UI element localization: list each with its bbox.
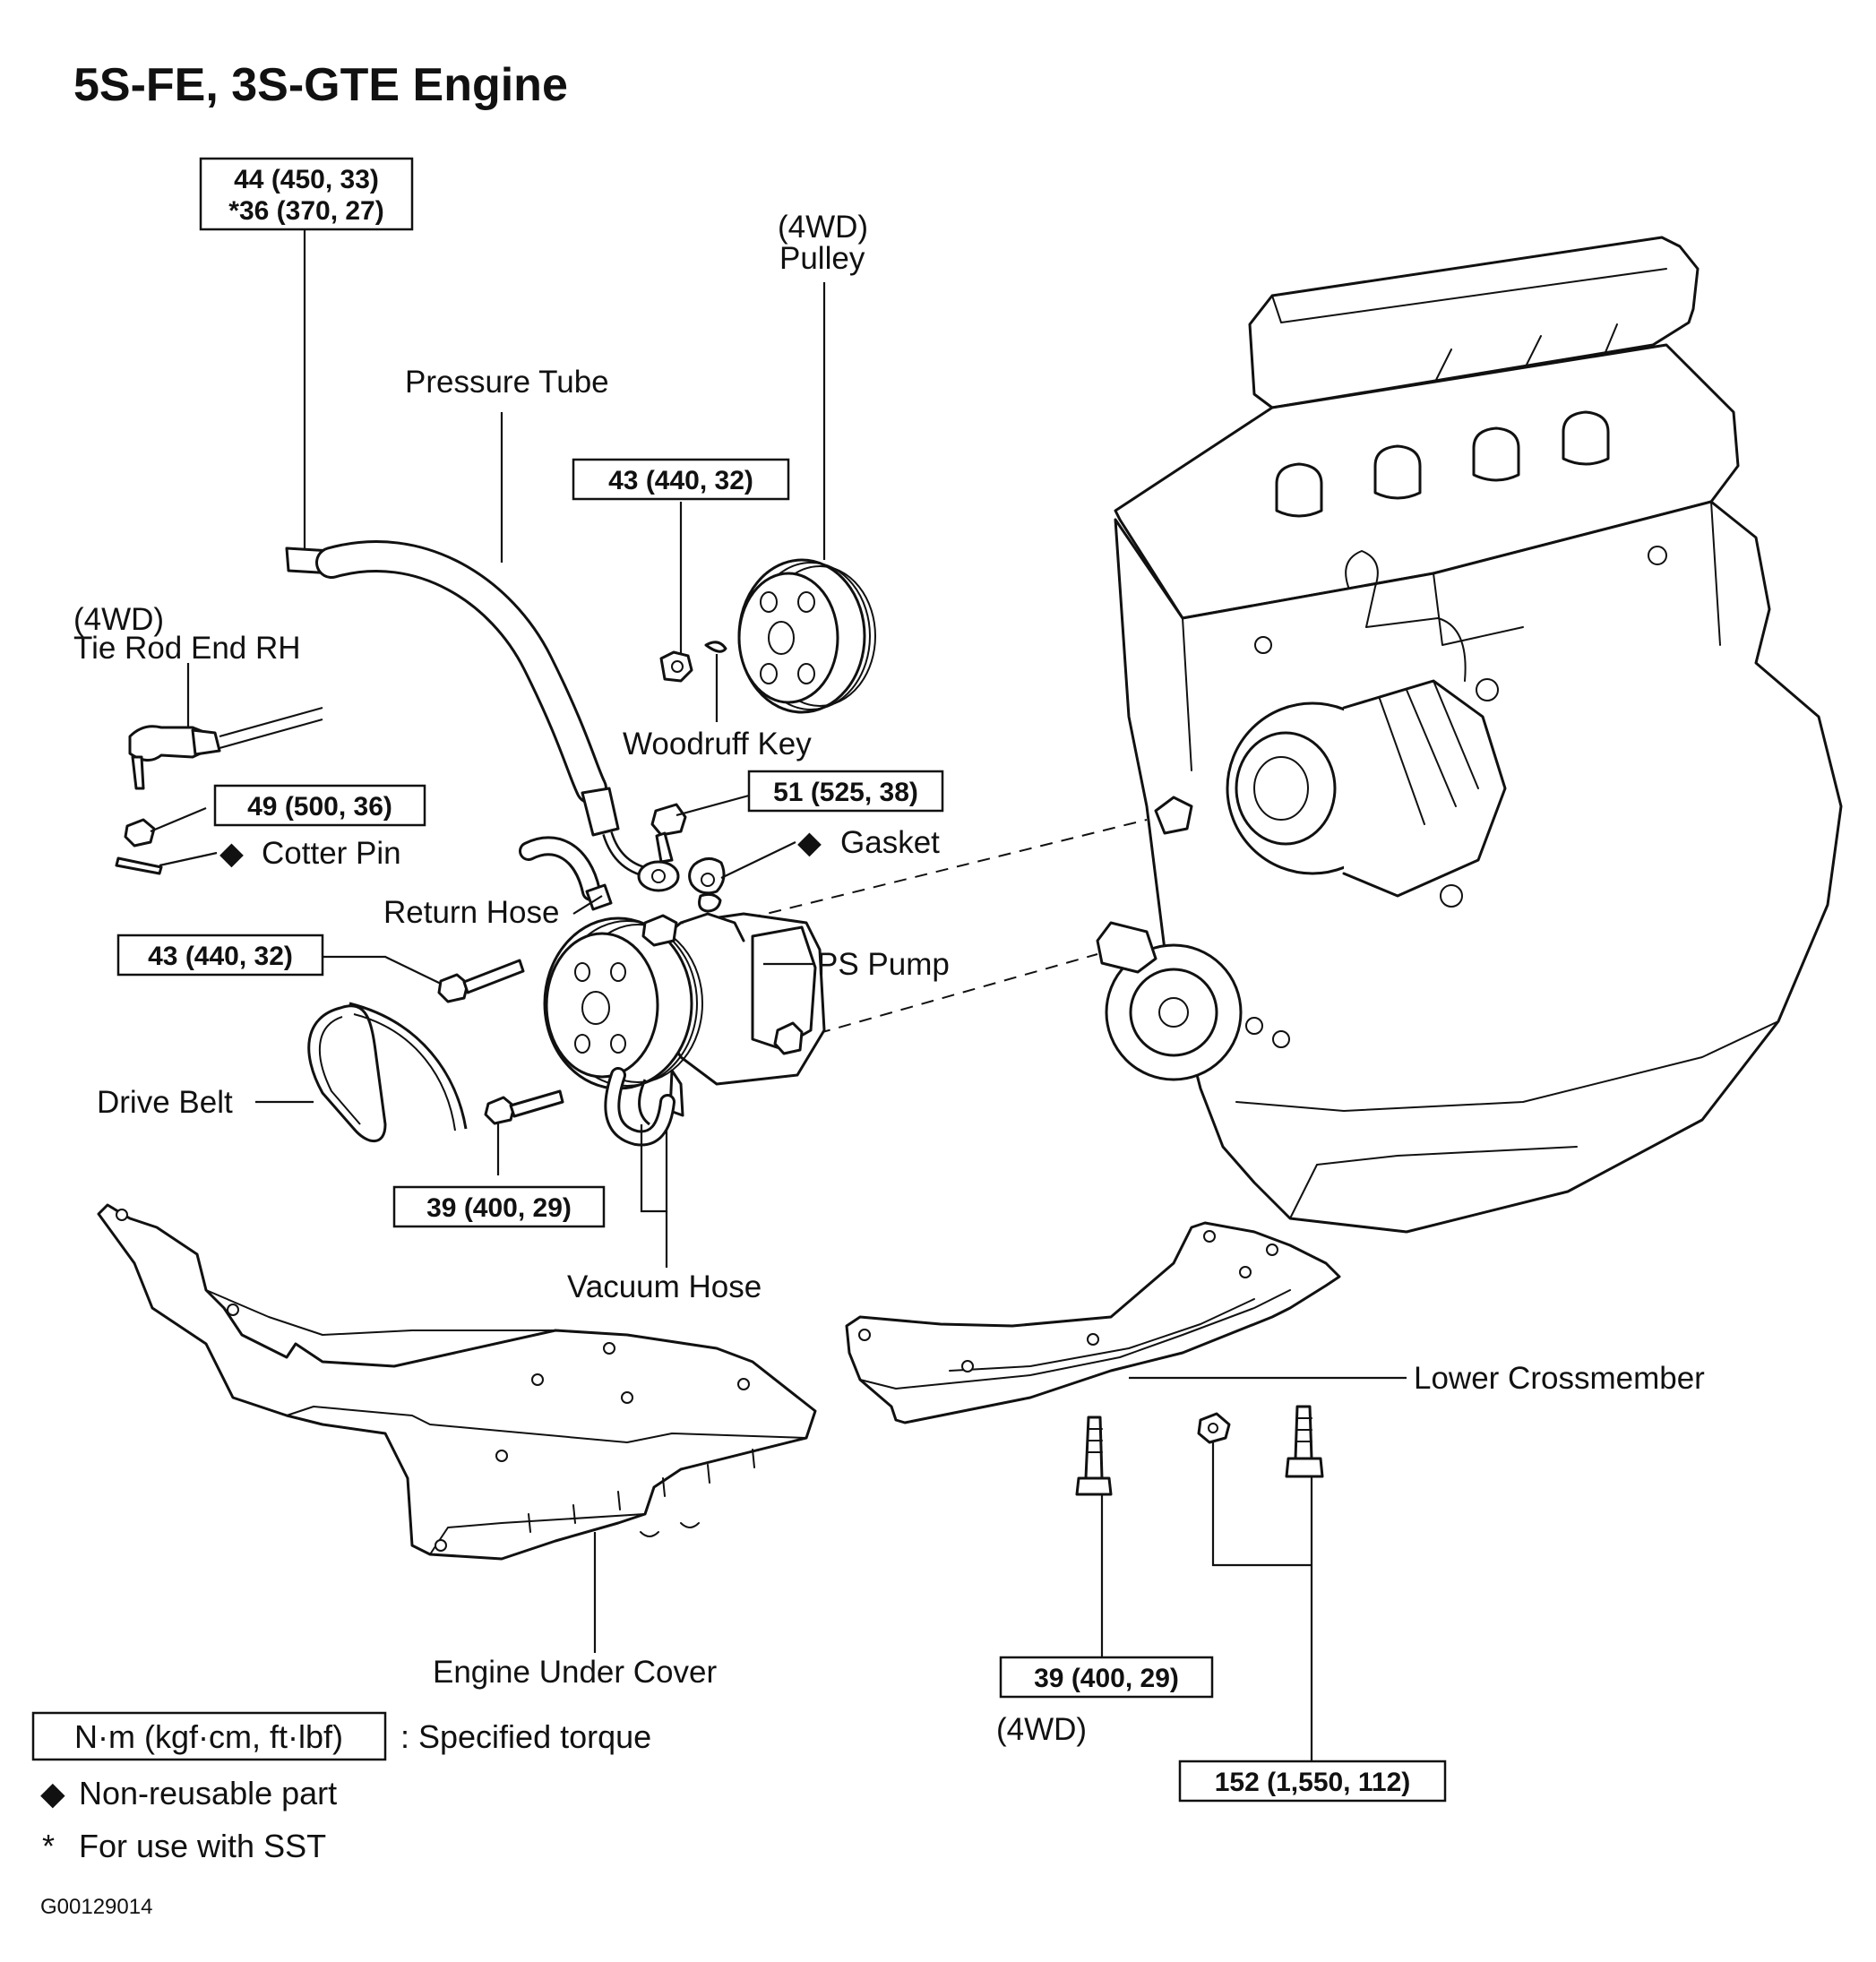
torque-crossmember-main: 152 (1,550, 112) bbox=[1215, 1768, 1411, 1797]
pulley-illustration bbox=[737, 558, 876, 714]
engine-under-cover-illustration bbox=[97, 1203, 817, 1561]
return-hose-illustration bbox=[519, 836, 613, 911]
ps-pump-illustration bbox=[543, 912, 826, 1117]
tie-rod-end-illustration bbox=[115, 706, 323, 875]
label-drive-belt: Drive Belt bbox=[97, 1085, 233, 1120]
torque-pressure-tube-line2: *36 (370, 27) bbox=[228, 196, 383, 226]
torque-pump-bolt-upper: 43 (440, 32) bbox=[148, 942, 293, 971]
label-gasket: Gasket bbox=[840, 825, 940, 860]
torque-box-pump-bolt-upper bbox=[116, 934, 324, 977]
alignment-line-lower bbox=[796, 953, 1098, 1040]
torque-box-pressure-tube bbox=[199, 157, 414, 231]
label-cotter-pin: Cotter Pin bbox=[262, 836, 401, 871]
pump-bolt-lower-illustration bbox=[484, 1089, 564, 1125]
gasket-illustration bbox=[688, 857, 726, 913]
woodruff-key-illustration bbox=[704, 641, 727, 653]
alignment-line-upper bbox=[747, 819, 1148, 919]
crossmember-nut-illustration bbox=[1197, 1412, 1231, 1444]
crossmember-bolt-left-illustration bbox=[1075, 1416, 1113, 1496]
pump-nut-illustration bbox=[773, 1021, 804, 1055]
torque-pump-bolt-lower: 39 (400, 29) bbox=[426, 1193, 572, 1223]
crossmember-bolt-right-illustration bbox=[1285, 1405, 1324, 1478]
legend-unit-description: : Specified torque bbox=[400, 1718, 651, 1755]
legend-unit-text: N·m (kgf·cm, ft·lbf) bbox=[74, 1718, 343, 1755]
label-return-hose: Return Hose bbox=[383, 895, 559, 930]
torque-box-crossmember-bolt bbox=[999, 1656, 1214, 1699]
torque-box-pump-bolt-lower bbox=[392, 1185, 606, 1228]
label-lower-crossmember: Lower Crossmember bbox=[1414, 1361, 1705, 1396]
vacuum-hose-illustration bbox=[604, 1067, 676, 1147]
label-crossmember-4wd: (4WD) bbox=[996, 1712, 1087, 1747]
cotter-pin-diamond-icon: ◆ bbox=[219, 836, 244, 871]
lower-crossmember-illustration bbox=[845, 1221, 1341, 1424]
label-vacuum-hose: Vacuum Hose bbox=[567, 1269, 762, 1304]
gasket-diamond-icon: ◆ bbox=[797, 825, 822, 860]
legend-sst: For use with SST bbox=[79, 1828, 326, 1864]
label-pulley-4wd: (4WD) bbox=[778, 210, 868, 245]
pump-bolt-upper-illustration bbox=[437, 959, 525, 1003]
pressure-tube-illustration bbox=[285, 540, 680, 892]
label-engine-under-cover: Engine Under Cover bbox=[433, 1655, 717, 1690]
torque-pulley-nut: 43 (440, 32) bbox=[608, 466, 753, 495]
torque-box-pulley-nut bbox=[572, 458, 790, 501]
legend-non-reusable: Non-reusable part bbox=[79, 1775, 337, 1811]
label-pulley: Pulley bbox=[779, 241, 865, 276]
label-woodruff-key: Woodruff Key bbox=[623, 727, 812, 762]
union-bolt-illustration bbox=[650, 803, 687, 864]
pulley-nut-illustration bbox=[659, 650, 693, 683]
diagram-title: 5S-FE, 3S-GTE Engine bbox=[73, 59, 568, 111]
figure-code: G00129014 bbox=[40, 1895, 152, 1919]
torque-crossmember-bolt: 39 (400, 29) bbox=[1034, 1664, 1179, 1693]
legend-diamond-icon: ◆ bbox=[40, 1775, 65, 1811]
legend: N·m (kgf·cm, ft·lbf) : Specified torque … bbox=[31, 1711, 651, 1864]
torque-box-tie-rod-nut bbox=[213, 784, 426, 827]
drive-belt-illustration bbox=[307, 1002, 468, 1143]
torque-pressure-tube-line1: 44 (450, 33) bbox=[234, 165, 379, 194]
label-ps-pump: PS Pump bbox=[817, 947, 950, 982]
label-tie-rod-4wd: (4WD) bbox=[73, 602, 164, 637]
leader-lines bbox=[150, 229, 1407, 1761]
torque-box-union-bolt bbox=[747, 770, 944, 813]
engine-block-illustration bbox=[1096, 236, 1843, 1234]
legend-asterisk-icon: * bbox=[42, 1828, 55, 1864]
label-tie-rod: Tie Rod End RH bbox=[73, 631, 301, 666]
torque-union-bolt: 51 (525, 38) bbox=[773, 778, 918, 807]
label-pressure-tube: Pressure Tube bbox=[405, 365, 609, 400]
legend-unit-box bbox=[31, 1711, 387, 1761]
torque-tie-rod-nut: 49 (500, 36) bbox=[247, 792, 392, 822]
torque-box-crossmember-main bbox=[1178, 1760, 1447, 1803]
